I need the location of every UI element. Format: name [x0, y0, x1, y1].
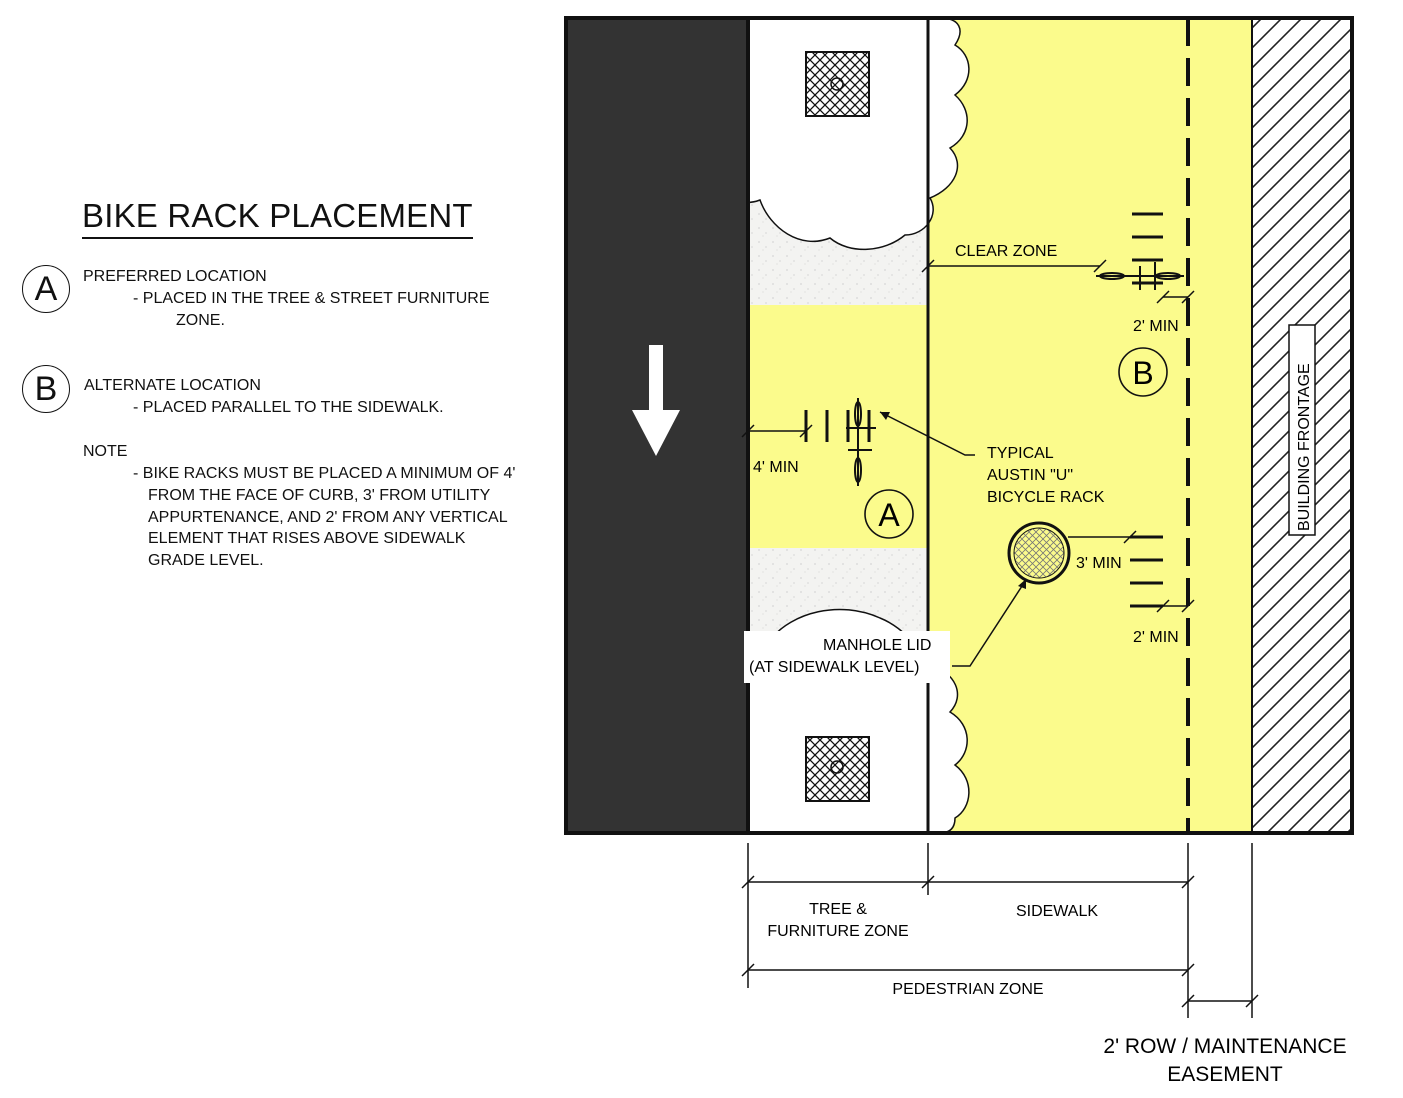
easement-dim-label-1: 2' ROW / MAINTENANCE: [1103, 1035, 1346, 1058]
note-line-4: ELEMENT THAT RISES ABOVE SIDEWALK: [148, 530, 466, 547]
preferred-location-line-2: ZONE.: [176, 312, 225, 329]
note-line-2: FROM THE FACE OF CURB, 3' FROM UTILITY: [148, 487, 491, 504]
note-heading: NOTE: [83, 443, 128, 460]
dimension-lines: [741, 843, 1259, 1018]
rack-zone-a: [748, 305, 928, 548]
three-min-label: 3' MIN: [1076, 555, 1122, 572]
preferred-location-heading: PREFERRED LOCATION: [83, 268, 267, 285]
easement-dim-label-2: EASEMENT: [1167, 1063, 1283, 1086]
building-frontage-label: BUILDING FRONTAGE: [1296, 363, 1313, 531]
marker-b-label: B: [1132, 355, 1153, 391]
manhole-label-2: (AT SIDEWALK LEVEL): [749, 659, 919, 676]
tree-trunk-top: [830, 77, 844, 91]
note-line-3: APPURTENANCE, AND 2' FROM ANY VERTICAL: [148, 509, 508, 526]
bike-racks-a: [804, 410, 871, 442]
sidewalk-dim-label: SIDEWALK: [1016, 903, 1098, 920]
marker-b-circle: B: [22, 365, 70, 413]
alternate-location-heading: ALTERNATE LOCATION: [84, 377, 261, 394]
tree-trunk-bottom: [830, 760, 844, 774]
bicycle-icon-a: [846, 398, 876, 486]
pedestrian-zone-dim-label: PEDESTRIAN ZONE: [892, 981, 1043, 998]
plan-frame: [564, 16, 1354, 835]
legend-panel: BIKE RACK PLACEMENT A PREFERRED LOCATION…: [0, 0, 560, 600]
tree-grate-bottom: [805, 736, 870, 802]
tree-grate-top: [805, 51, 870, 117]
sidewalk-zone: [928, 18, 1251, 833]
alternate-location-line-1: - PLACED PARALLEL TO THE SIDEWALK.: [133, 399, 444, 416]
marker-a-circle: A: [22, 265, 70, 313]
note-line-1: - BIKE RACKS MUST BE PLACED A MINIMUM OF…: [133, 465, 516, 482]
marker-a-label: A: [878, 497, 900, 533]
preferred-location-line-1: - PLACED IN THE TREE & STREET FURNITURE: [133, 290, 490, 307]
typical-rack-label-2: AUSTIN "U": [987, 467, 1073, 484]
tree-zone-dim-label-2: FURNITURE ZONE: [767, 923, 908, 940]
typical-rack-label-3: BICYCLE RACK: [987, 489, 1105, 506]
two-min-bottom-label: 2' MIN: [1133, 629, 1179, 646]
bike-racks-b-bottom: [1130, 535, 1163, 608]
typical-rack-label-1: TYPICAL: [987, 445, 1054, 462]
note-line-5: GRADE LEVEL.: [148, 552, 264, 569]
bike-racks-b-top: [1132, 212, 1163, 285]
legend-title: BIKE RACK PLACEMENT: [82, 197, 473, 239]
manhole-label-1: MANHOLE LID: [823, 637, 931, 654]
four-min-label: 4' MIN: [753, 459, 799, 476]
traffic-direction-arrow: [632, 345, 680, 456]
clear-zone-label: CLEAR ZONE: [955, 243, 1057, 260]
two-min-top-label: 2' MIN: [1133, 318, 1179, 335]
bicycle-icon-b: [1096, 262, 1184, 290]
tree-zone-dim-label-1: TREE &: [809, 901, 867, 918]
